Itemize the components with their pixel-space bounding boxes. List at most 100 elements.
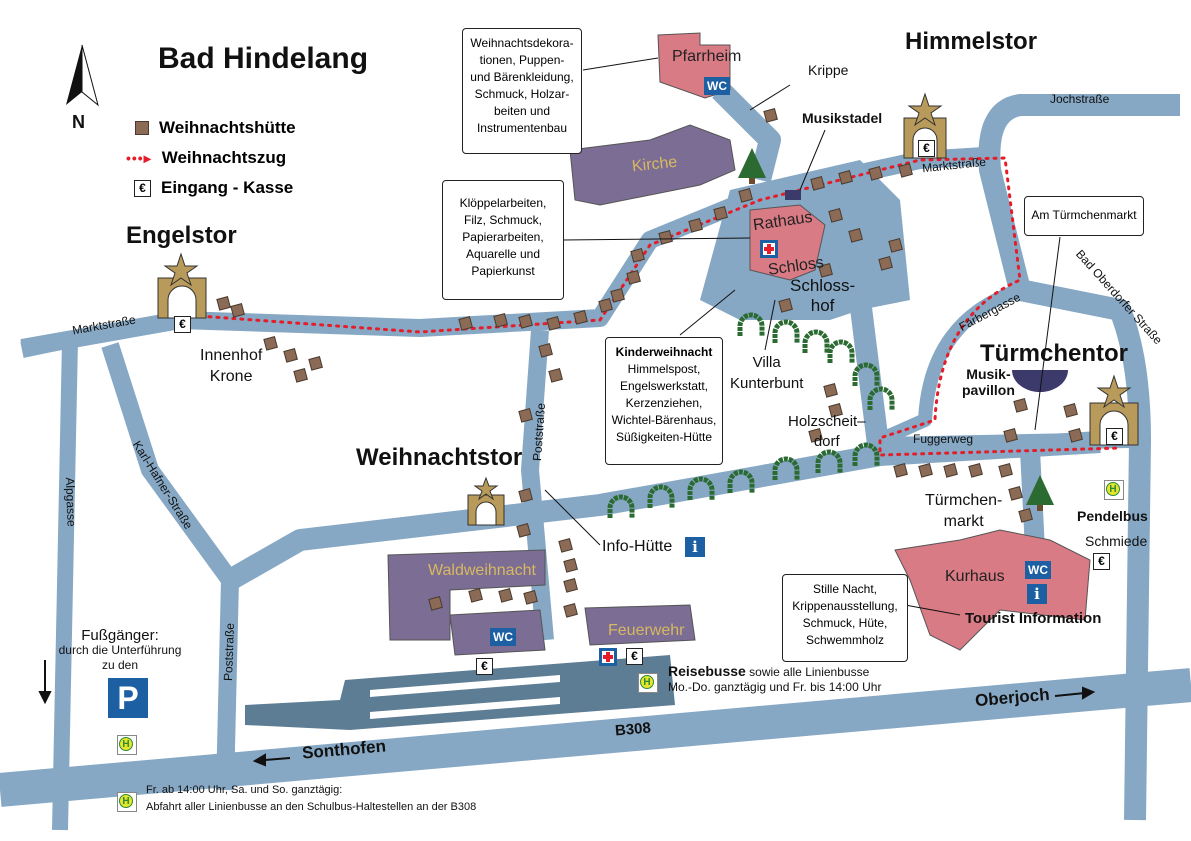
weihnachtshuette [563, 603, 578, 618]
place-holzscheitdorf: Holzscheit–dorf [788, 412, 866, 452]
bus-stop-icon: H [1104, 480, 1124, 500]
weihnachtshuette [998, 463, 1013, 478]
scroll-am-tuermchenmarkt: Am Türmchenmarkt [1024, 196, 1144, 236]
wc-kurhaus: WC [1025, 561, 1051, 579]
weihnachtshuette [263, 336, 278, 351]
weihnachtshuette [1013, 398, 1028, 413]
kurhaus-building [894, 529, 1091, 651]
weekend-bus-note: Fr. ab 14:00 Uhr, Sa. und So. ganztägig:… [146, 782, 476, 816]
bus-lane-1 [370, 675, 560, 697]
place-musikpavillon: Musik-pavillon [962, 366, 1015, 398]
scroll-line: tionen, Puppen- [479, 53, 565, 67]
scroll-line: Süßigkeiten-Hütte [615, 430, 713, 444]
weihnachtshuette [713, 206, 728, 221]
building-waldweihnacht: Waldweihnacht [428, 562, 536, 579]
reisebusse-line-2: Mo.-Do. ganztägig und Fr. bis 14:00 Uhr [668, 680, 882, 694]
scroll-line: Stille Nacht, [812, 582, 878, 596]
legend-entrance: €Eingang - Kasse [134, 178, 293, 198]
weihnachtshuette [818, 263, 833, 278]
musik-line-1: Musik- [966, 366, 1011, 382]
villa-line-1: Villa [752, 354, 781, 371]
entrance-feuerwehr: € [626, 648, 643, 665]
scroll-line: Krippenausstellung, [792, 599, 898, 613]
weihnachtshuette [738, 188, 753, 203]
legend-train-label: Weihnachtszug [161, 148, 287, 167]
musikstadel-marker [785, 190, 801, 200]
weihnachtshuette [630, 248, 645, 263]
first-aid-icon [760, 240, 778, 258]
scroll-line: und Bärenkleidung, [470, 70, 574, 84]
scroll-weihnachtsdeko: Weihnachtsdekora-tionen, Puppen-und Bäre… [462, 28, 582, 154]
scroll-line: Himmelspost, [627, 362, 701, 376]
musik-line-2: pavillon [962, 382, 1015, 398]
weihnachtshuette [888, 238, 903, 253]
weihnachtshuette [808, 428, 823, 443]
reisebusse-note: Reisebusse sowie alle Linienbusse Mo.-Do… [668, 664, 881, 695]
weihnachtshuette [626, 270, 641, 285]
road-alpgasse [20, 332, 78, 831]
weihnachtshuette [828, 208, 843, 223]
weihnachtshuette [1003, 428, 1018, 443]
legend-train: •••▸ Weihnachtszug [126, 148, 286, 168]
rathaus-building [749, 204, 826, 281]
weihnachtshuette [968, 463, 983, 478]
garland-arch [607, 494, 635, 518]
weihnachtshuette [610, 288, 625, 303]
weihnachtshuette [518, 314, 533, 329]
scroll-line: Schwemmholz [805, 633, 885, 647]
road-b308 [0, 668, 1191, 807]
place-musikstadel: Musikstadel [802, 110, 883, 126]
weihnachtshuette [828, 403, 843, 418]
weihnachtshuette [810, 176, 825, 191]
villa-line-2: Kunterbunt [730, 375, 804, 392]
garland-arch [772, 456, 800, 480]
weihnachtshuette [1008, 486, 1023, 501]
map-title: Bad Hindelang [158, 42, 369, 75]
weihnachtshuette [573, 310, 588, 325]
bus-lane-2 [370, 697, 560, 719]
garland-arch [737, 312, 765, 336]
weihnachtshuette [468, 588, 483, 603]
bus-stop-icon: H [117, 735, 137, 755]
place-tuermchenmarkt: Türmchen-markt [925, 490, 1002, 532]
scroll-line: Papierkunst [471, 264, 535, 278]
gate-weihnachtstor [467, 476, 505, 526]
place-pendelbus: Pendelbus [1077, 508, 1148, 524]
weihnachtshuette [516, 523, 531, 538]
weihnachtshuette [308, 356, 323, 371]
north-label: N [72, 112, 85, 132]
garland-arch [727, 469, 755, 493]
weihnachtshuette [230, 303, 245, 318]
entrance-engelstor: € [174, 316, 191, 333]
gate-label-tuermchentor: Türmchentor [980, 340, 1129, 367]
weihnachtshuette [1068, 428, 1083, 443]
building-kurhaus: Kurhaus [945, 568, 1005, 585]
weihnachtshuette [878, 256, 893, 271]
street-poststrasse-south: Poststraße [221, 622, 238, 682]
weihnachtshuette [893, 463, 908, 478]
weihnachtshuette [518, 488, 533, 503]
train-route-icon: •••▸ [126, 149, 152, 166]
weihnachtshuette [546, 316, 561, 331]
garland-arch [852, 362, 880, 386]
entrance-kurhaus: € [1093, 553, 1110, 570]
weihnachtshuette [498, 588, 513, 603]
weihnachtshuette [518, 408, 533, 423]
scroll-line: beiten und [493, 104, 551, 118]
scroll-title: Kinderweihnacht [615, 345, 713, 359]
direction-arrows [38, 660, 1096, 767]
weihnachtshuette [688, 218, 703, 233]
weihnachtshuette [1063, 403, 1078, 418]
weihnachtshuette [918, 463, 933, 478]
garland-arch [687, 476, 715, 500]
christmas-tree-icon [738, 148, 766, 184]
scroll-line: Klöppelarbeiten, [459, 196, 547, 210]
first-aid-icon [599, 648, 617, 666]
scroll-line: Aquarelle und [465, 247, 541, 261]
euro-icon: € [134, 179, 151, 197]
place-tourist-information: Tourist Information [965, 610, 1102, 627]
weihnachtshuette [898, 163, 913, 178]
pedestrian-title: Fußgänger: [81, 627, 159, 644]
weihnachtshuette [493, 313, 508, 328]
